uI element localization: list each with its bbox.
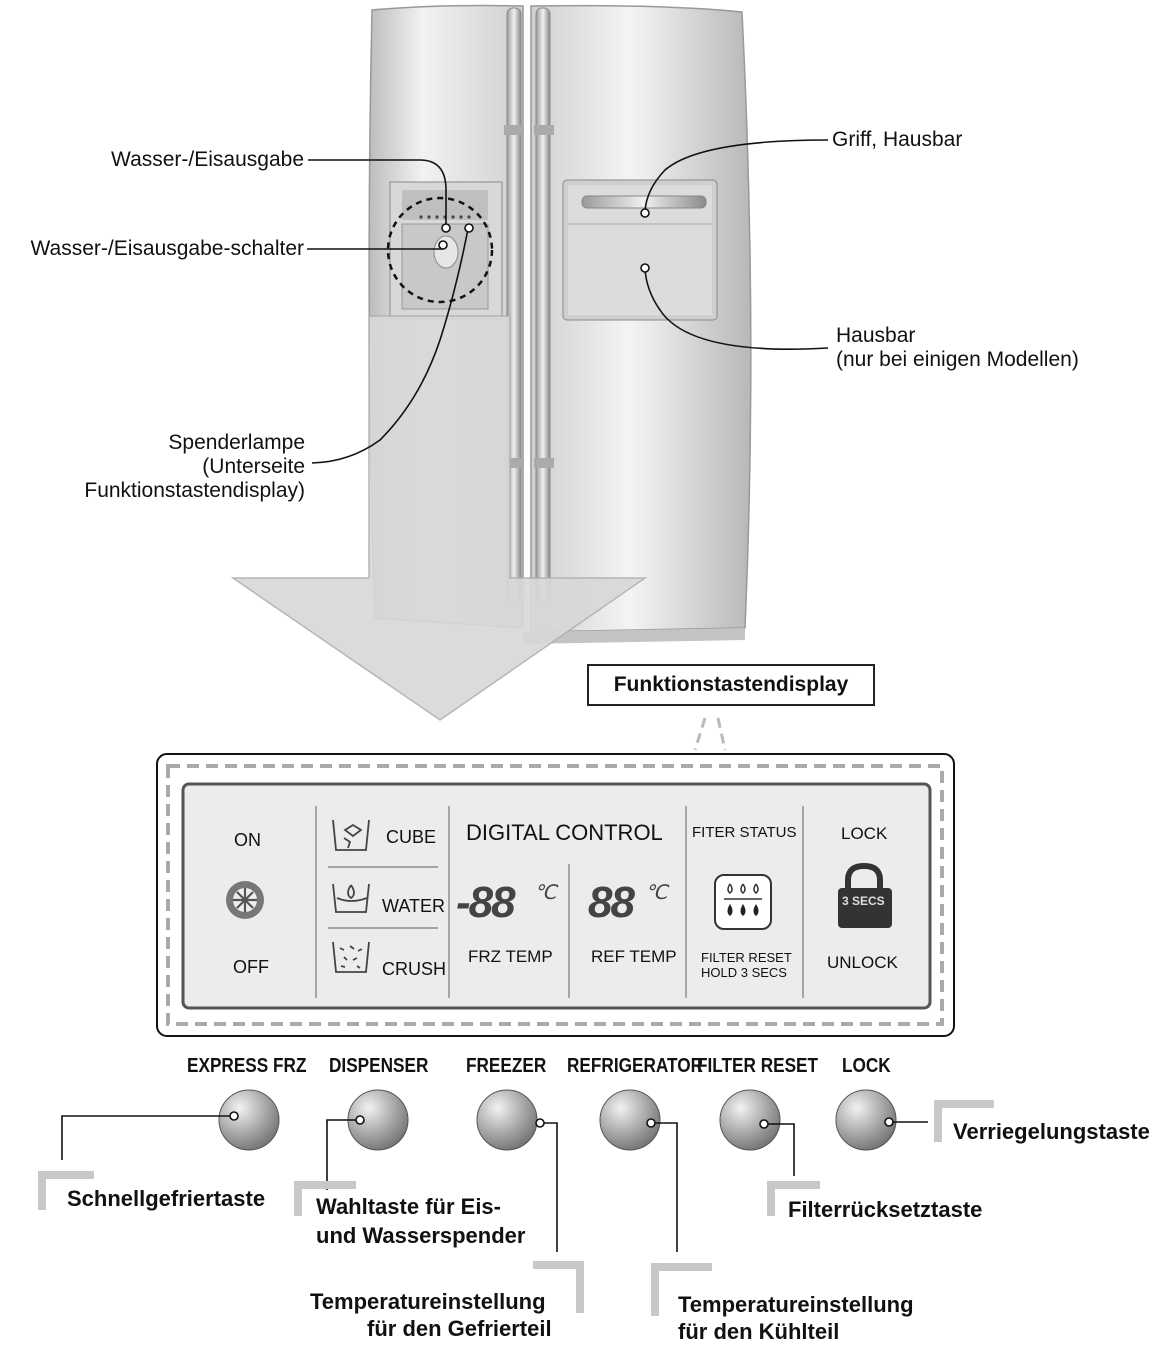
refrigerator-illustration <box>230 4 829 751</box>
freezer-callout-1: Temperatureinstellung <box>310 1289 546 1314</box>
lock-badge-text: 3 SECS <box>842 894 885 908</box>
freezer-temp-display: -88 <box>456 878 516 927</box>
fridge-base <box>523 628 745 644</box>
lock-icon <box>838 862 892 928</box>
water-ice-dispenser <box>389 181 503 320</box>
filter-reset-button[interactable] <box>719 1089 781 1151</box>
express-frz-button-label: EXPRESS FRZ <box>187 1055 307 1077</box>
lamp-label-2: (Unterseite <box>202 455 305 478</box>
lock-callout: Verriegelungstaste <box>953 1119 1150 1144</box>
ref-temp-label: REF TEMP <box>591 947 677 966</box>
filter-reset-label-2: HOLD 3 SECS <box>701 965 787 980</box>
big-down-arrow <box>230 315 648 721</box>
dispenser-callout-2: und Wasserspender <box>316 1223 526 1248</box>
home-bar <box>562 179 718 321</box>
off-label: OFF <box>233 957 269 977</box>
express-freeze-icon <box>226 881 264 919</box>
lamp-label-3: Funktionstastendisplay) <box>84 479 305 502</box>
express-frz-button[interactable] <box>218 1089 280 1151</box>
ref-degree-unit: ℃ <box>645 882 668 904</box>
filter-status-label: FITER STATUS <box>692 824 797 841</box>
filter-callout: Filterrücksetztaste <box>788 1197 983 1222</box>
freezer-button-label: FREEZER <box>466 1055 547 1077</box>
refrigerator-button[interactable] <box>599 1089 661 1151</box>
fridge-callout-2: für den Kühlteil <box>678 1319 840 1344</box>
filter-status-icon <box>714 874 772 930</box>
express-callout: Schnellgefriertaste <box>67 1186 266 1211</box>
fridge-callout-1: Temperatureinstellung <box>678 1292 914 1317</box>
dispenser-button-label: DISPENSER <box>329 1055 429 1077</box>
dispenser-callout-1: Wahltaste für Eis- <box>316 1194 501 1219</box>
crush-icon <box>332 941 370 973</box>
lock-label: LOCK <box>841 824 888 843</box>
lock-button[interactable] <box>835 1089 897 1151</box>
dispenser-highlight-circle <box>386 196 494 304</box>
unlock-label: UNLOCK <box>827 953 898 972</box>
frz-degree-unit: ℃ <box>534 882 557 904</box>
filter-reset-button-label: FILTER RESET <box>697 1055 819 1077</box>
homebar-label-2: (nur bei einigen Modellen) <box>836 348 1079 371</box>
dispenser-label: Wasser-/Eisausgabe <box>111 148 304 171</box>
handle-label: Griff, Hausbar <box>832 128 963 151</box>
freezer-button[interactable] <box>476 1089 538 1151</box>
lock-button-label: LOCK <box>842 1055 891 1077</box>
function-display-title: Funktionstastendisplay <box>587 664 875 706</box>
on-label: ON <box>234 830 261 850</box>
leader-lines <box>307 139 829 751</box>
crush-label: CRUSH <box>382 959 447 979</box>
fridge-handle <box>535 7 551 604</box>
fridge-temp-display: 88 <box>588 878 635 927</box>
water-label: WATER <box>382 896 445 916</box>
lamp-label-1: Spenderlampe <box>168 431 305 454</box>
refrigerator-button-label: REFRIGERATOR <box>567 1055 704 1077</box>
homebar-label-1: Hausbar <box>836 324 916 347</box>
water-icon <box>332 883 370 913</box>
cube-icon <box>332 819 370 851</box>
freezer-callout-2: für den Gefrierteil <box>367 1316 552 1341</box>
frz-temp-label: FRZ TEMP <box>468 947 553 966</box>
buttons-area <box>38 1089 994 1316</box>
dispenser-switch-label: Wasser-/Eisausgabe-schalter <box>30 237 305 260</box>
digital-control-label: DIGITAL CONTROL <box>466 820 663 845</box>
control-panel-frame <box>156 753 955 1037</box>
filter-reset-label-1: FILTER RESET <box>701 950 792 965</box>
cube-label: CUBE <box>386 827 437 847</box>
